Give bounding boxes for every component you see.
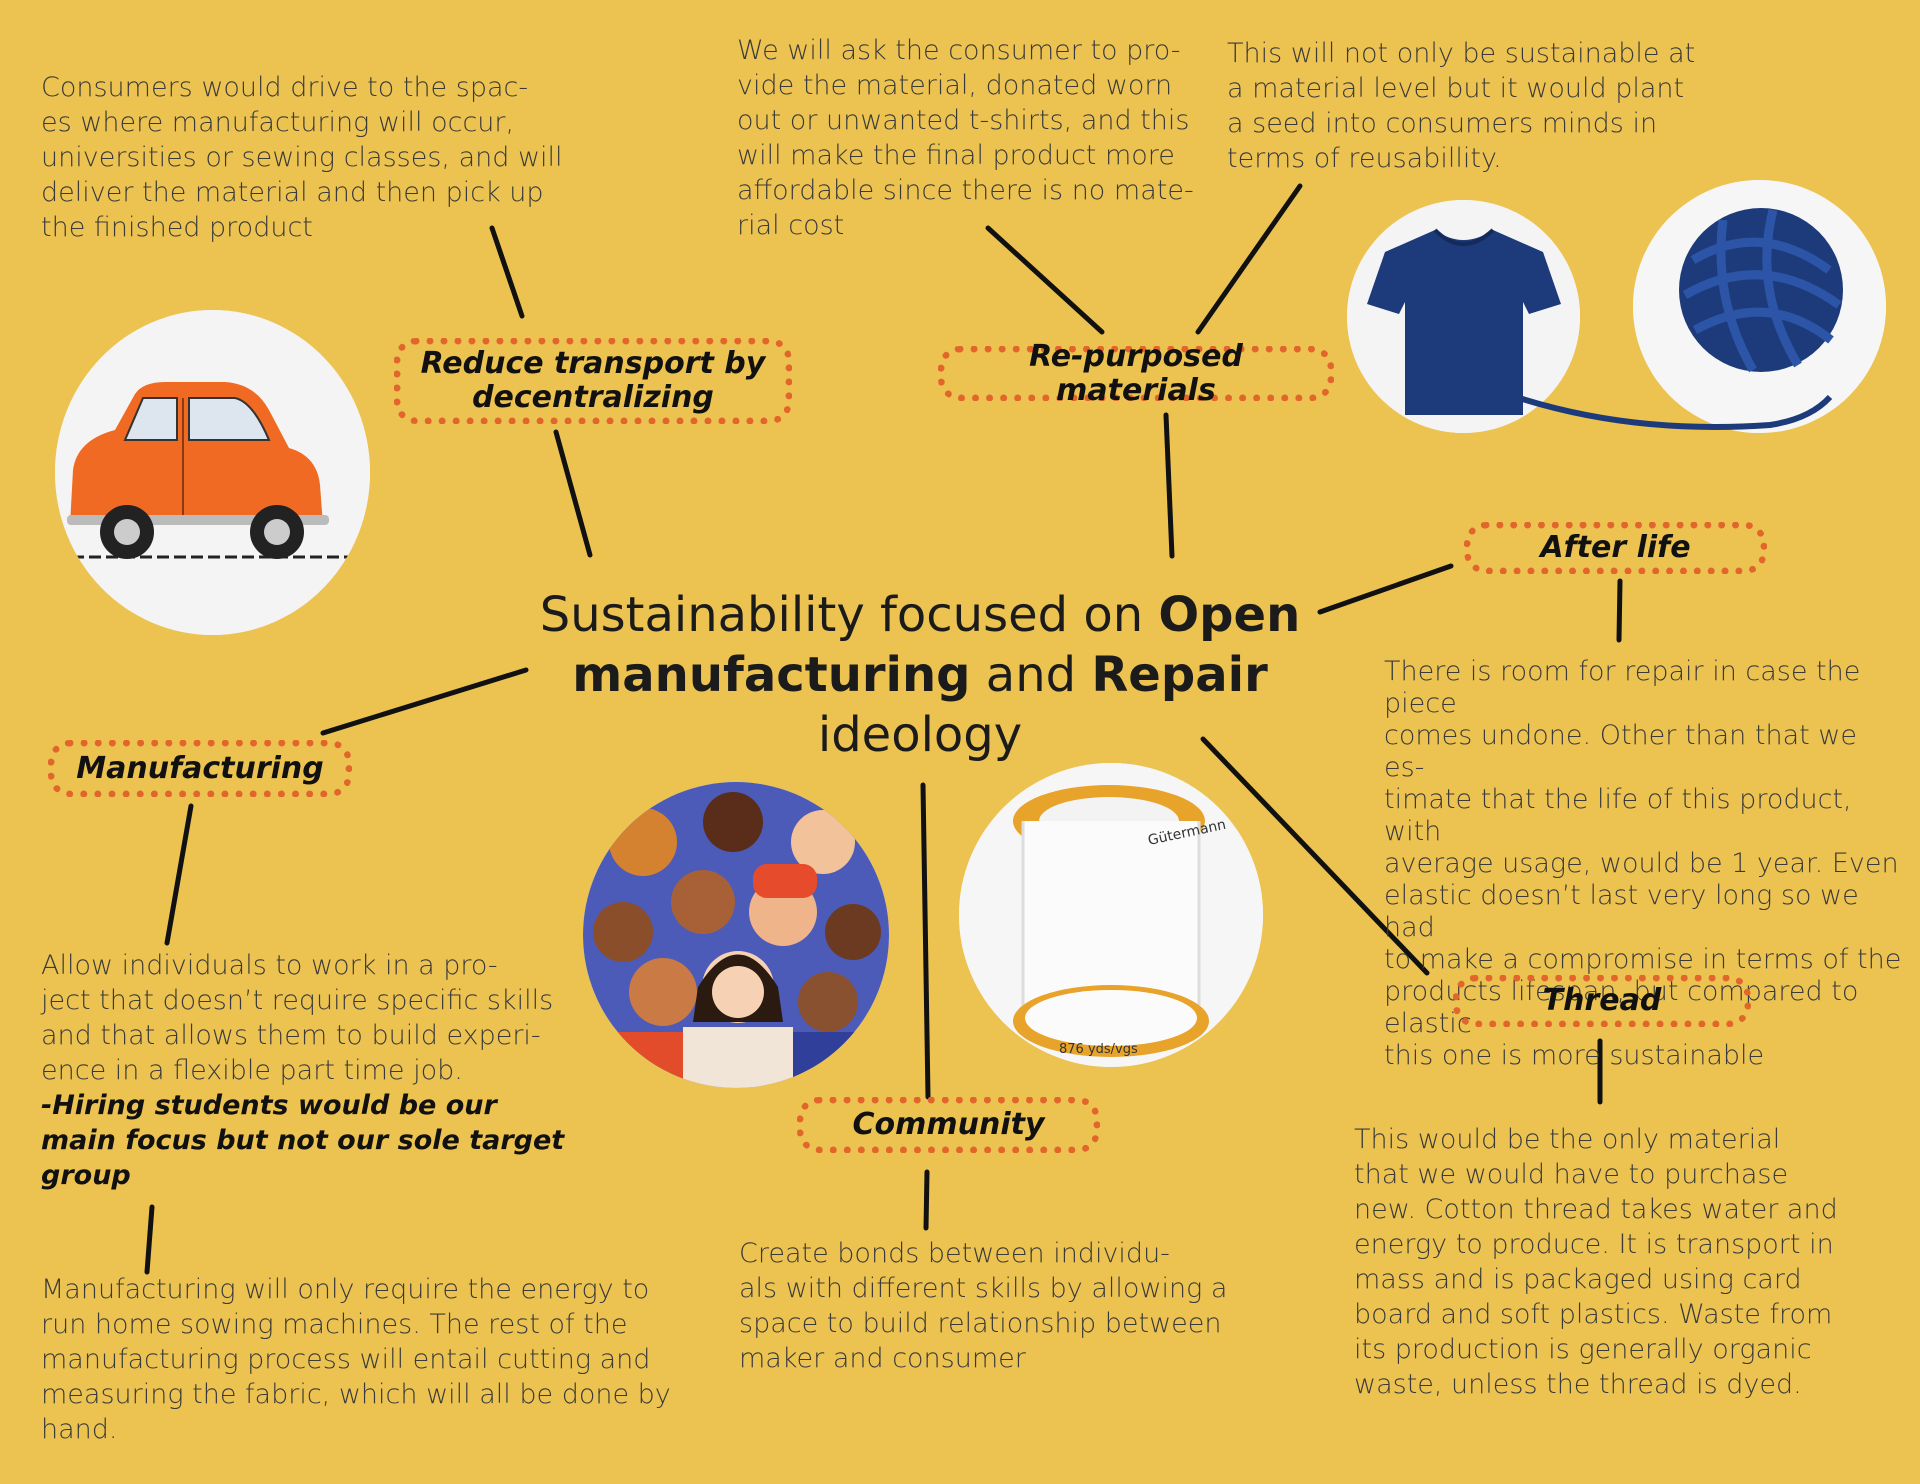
spool-image: Gütermann 876 yds/vgs bbox=[959, 763, 1263, 1067]
line-thread-center bbox=[1200, 736, 1430, 976]
title-part3: ideology bbox=[817, 707, 1023, 763]
yarn-strand bbox=[1510, 392, 1833, 430]
spool-length: 876 yds/vgs bbox=[1059, 1042, 1138, 1057]
line-community-text bbox=[923, 1169, 930, 1231]
spool-icon: Gütermann 876 yds/vgs bbox=[959, 763, 1263, 1067]
line-community-center bbox=[920, 782, 931, 1100]
center-title: Sustainability focused on Open manufactu… bbox=[520, 585, 1320, 765]
crowd-icon bbox=[583, 782, 889, 1088]
reduce-transport-text: Consumers would drive to the spac- es wh… bbox=[41, 72, 563, 243]
title-part1: Sustainability focused on bbox=[539, 587, 1159, 643]
line-repurposed-center bbox=[1163, 412, 1175, 559]
line-afterlife-text bbox=[1616, 578, 1623, 643]
line-manufacturing-text bbox=[164, 803, 194, 946]
line-manufacturing-center bbox=[320, 667, 529, 736]
manufacturing-text: Allow individuals to work in a pro- ject… bbox=[41, 948, 581, 1193]
label-community: Community bbox=[797, 1097, 1100, 1153]
title-part2: and bbox=[970, 647, 1092, 703]
label-after-life: After life bbox=[1464, 522, 1767, 574]
tshirt-image bbox=[1347, 200, 1580, 433]
tshirt-icon bbox=[1347, 200, 1580, 433]
line-manufacturing-text2 bbox=[144, 1204, 155, 1275]
line-transport-text bbox=[489, 225, 525, 319]
line-repurposed-text-left bbox=[985, 225, 1105, 335]
yarn-image bbox=[1633, 180, 1886, 433]
title-bold-repair: Repair bbox=[1091, 647, 1268, 703]
label-reduce-transport: Reduce transport by decentralizing bbox=[394, 338, 792, 424]
label-manufacturing: Manufacturing bbox=[48, 740, 352, 797]
repurposed-text-left: We will ask the consumer to pro- vide th… bbox=[737, 35, 1194, 241]
community-text: Create bonds between individu- als with … bbox=[739, 1238, 1228, 1374]
manufacturing-text-body: Allow individuals to work in a pro- ject… bbox=[41, 950, 554, 1086]
thread-text: This would be the only material that we … bbox=[1354, 1124, 1838, 1400]
label-repurposed-materials: Re-purposed materials bbox=[938, 339, 1334, 407]
line-transport-center bbox=[553, 429, 593, 558]
manufacturing-emphasis: -Hiring students would be our main focus… bbox=[41, 1090, 565, 1191]
manufacturing-text-2: Manufacturing will only require the ener… bbox=[41, 1274, 671, 1445]
repurposed-text-right: This will not only be sustainable at a m… bbox=[1227, 38, 1696, 174]
people-image bbox=[583, 782, 889, 1088]
after-life-text: There is room for repair in case the pie… bbox=[1384, 656, 1902, 1071]
yarn-icon bbox=[1633, 180, 1886, 433]
car-image bbox=[55, 310, 370, 635]
car-icon bbox=[55, 310, 370, 635]
title-bold-open-manufacturing: Open manufacturing bbox=[572, 587, 1301, 703]
line-repurposed-text-right bbox=[1195, 183, 1303, 335]
line-afterlife-center bbox=[1317, 563, 1454, 615]
label-thread: Thread bbox=[1453, 975, 1751, 1027]
